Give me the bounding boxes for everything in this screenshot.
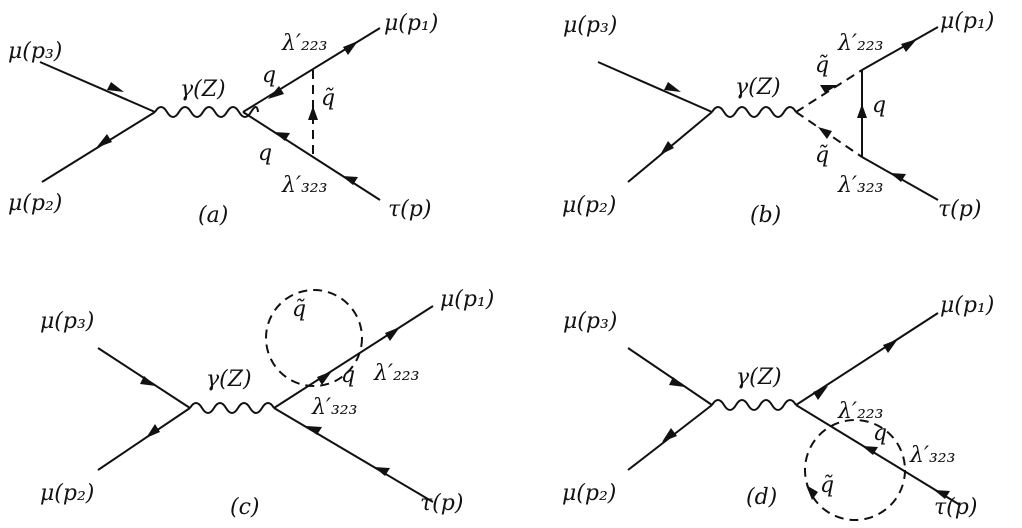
label-lambda-223: λ′₂₂₃ (281, 31, 327, 56)
label-gamma-z: γ(Z) (735, 75, 781, 100)
caption-a: (a) (198, 203, 228, 228)
label-quark-bottom: q (258, 141, 272, 166)
arrow-head (901, 39, 917, 52)
label-tau: τ(p) (388, 197, 431, 222)
label-squark-bottom: q̃ (815, 143, 829, 168)
label-squark: q̃ (321, 86, 335, 111)
muon-p2-line (97, 407, 191, 471)
arrow-head (107, 82, 124, 92)
label-mu-p2: μ(p₂) (562, 193, 616, 218)
arrow-head (374, 467, 390, 476)
arrow-head (274, 132, 290, 141)
label-mu-p1: μ(p₁) (940, 293, 994, 318)
label-tau: τ(p) (934, 495, 977, 520)
label-quark: q (873, 421, 887, 446)
label-squark-top: q̃ (815, 53, 829, 78)
label-lambda-223: λ′₂₂₃ (837, 31, 883, 56)
label-mu-p1: μ(p₁) (440, 287, 494, 312)
arrow-head (883, 339, 898, 353)
label-tau: τ(p) (938, 197, 981, 222)
arrow-head (662, 428, 677, 442)
caption-d: (d) (746, 485, 777, 510)
label-squark: q̃ (820, 473, 834, 498)
arrow-head (308, 106, 318, 120)
arrow-head (317, 371, 332, 385)
label-mu-p2: μ(p₂) (8, 191, 62, 216)
label-lambda-323: λ′₃₂₃ (909, 443, 955, 468)
photon-z-propagator (154, 106, 259, 118)
arrow-head (268, 86, 284, 99)
label-squark: q̃ (292, 297, 306, 322)
squark-loop (804, 419, 906, 521)
caption-b: (b) (750, 203, 781, 228)
arrow-head (813, 386, 828, 400)
arrow-head (669, 377, 685, 387)
diagram-a: μ(p₃) μ(p₂) μ(p₁) τ(p) γ(Z) q q q̃ λ′₂₂₃… (8, 11, 438, 228)
arrow-head (96, 134, 112, 148)
diagram-b: μ(p₃) μ(p₂) μ(p₁) τ(p) γ(Z) q̃ q̃ q λ′₂₂… (562, 9, 994, 228)
label-mu-p2: μ(p₂) (562, 481, 616, 506)
label-quark-top: q (262, 63, 276, 88)
arrow-head (857, 104, 867, 118)
arrow-head (140, 376, 156, 386)
label-lambda-223: λ′₂₂₃ (373, 361, 419, 386)
muon-p1-line (273, 305, 434, 409)
arrow-head (660, 141, 674, 155)
diagram-c: μ(p₃) μ(p₂) μ(p₁) τ(p) γ(Z) q̃ q λ′₂₂₃ λ… (40, 287, 494, 520)
caption-c: (c) (230, 495, 260, 520)
label-lambda-323: λ′₃₂₃ (837, 173, 883, 198)
label-lambda-323: λ′₃₂₃ (281, 173, 327, 198)
muon-p3-line (39, 61, 156, 113)
tau-line (273, 407, 434, 503)
arrow-head (934, 490, 950, 499)
arrow-head (890, 173, 906, 182)
label-lambda-323: λ′₃₂₃ (311, 395, 357, 420)
label-mu-p2: μ(p₂) (40, 481, 94, 506)
arrow-head (342, 176, 358, 185)
squark-top-propagator (795, 69, 863, 113)
label-mu-p3: μ(p₃) (563, 309, 617, 334)
arrow-head (818, 127, 832, 139)
arrow-head (664, 82, 681, 92)
label-tau: τ(p) (420, 491, 463, 516)
arrow-head (820, 85, 838, 93)
label-mu-p3: μ(p₃) (8, 39, 62, 64)
photon-z-propagator (711, 399, 797, 411)
muon-p3-line (597, 61, 713, 113)
label-quark: q (341, 363, 355, 388)
arrow-head (343, 41, 358, 55)
photon-z-propagator (189, 402, 275, 414)
quark-bottom-line (242, 111, 381, 201)
squark-bottom-propagator (795, 111, 863, 158)
squark-loop (265, 289, 363, 387)
arrow-head (806, 485, 818, 500)
arrow-head (306, 426, 322, 435)
arrow-head (862, 446, 878, 455)
tau-line (795, 404, 961, 506)
muon-p3-line (627, 347, 713, 406)
label-quark: q (872, 93, 886, 118)
label-mu-p3: μ(p₃) (40, 309, 94, 334)
diagram-d: μ(p₃) μ(p₂) μ(p₁) τ(p) γ(Z) q̃ q λ′₂₂₃ λ… (562, 293, 994, 521)
arrow-head (146, 424, 160, 438)
label-gamma-z: γ(Z) (736, 365, 782, 390)
label-lambda-223: λ′₂₂₃ (837, 399, 883, 424)
label-gamma-z: γ(Z) (180, 77, 226, 102)
muon-p1-line (861, 26, 939, 71)
label-mu-p1: μ(p₁) (384, 11, 438, 36)
label-mu-p3: μ(p₃) (563, 13, 617, 38)
arrow-head (385, 327, 400, 341)
label-mu-p1: μ(p₁) (940, 9, 994, 34)
photon-z-propagator (711, 106, 797, 118)
label-gamma-z: γ(Z) (206, 367, 252, 392)
